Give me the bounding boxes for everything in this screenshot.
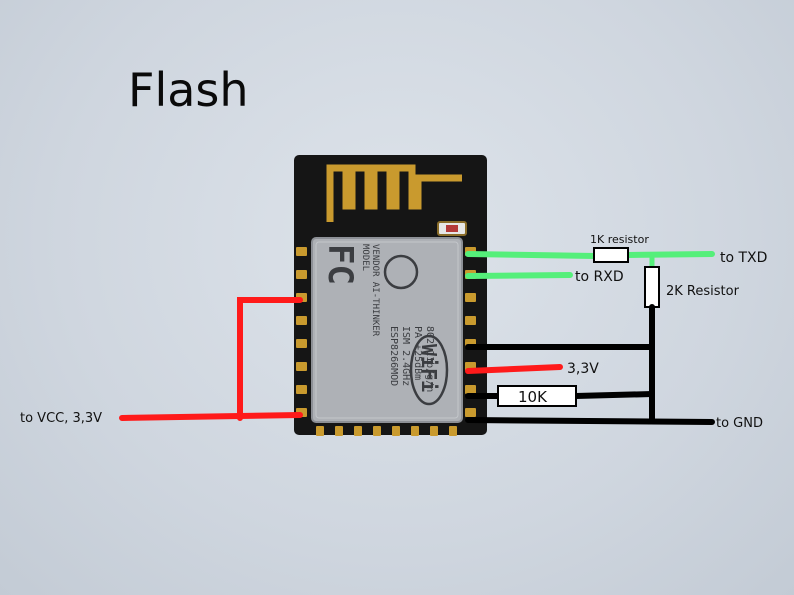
txd-wire-right: [625, 251, 715, 258]
esp8266-module: FC MODEL VENDOR AI-THINKER ESP8266MOD IS…: [294, 155, 487, 436]
label-2k-resistor: 2K Resistor: [666, 284, 740, 299]
rf-shield: [311, 237, 463, 423]
spec-line-4: 802.11b/g/n: [424, 326, 435, 392]
wifi-mark: WiFi: [417, 344, 441, 392]
wifi-logo-icon: [409, 334, 449, 406]
signal-wires: [465, 251, 715, 279]
spec-line-3: PA +25dBm: [412, 326, 423, 380]
label-to-rxd: to RXD: [575, 269, 624, 285]
txd-wire: [465, 251, 598, 259]
spec-line-1: ESP8266MOD: [388, 326, 399, 386]
label-10k: 10K: [518, 388, 548, 406]
left-pads: [296, 247, 307, 417]
spec-line-2: ISM 2.4GHz: [400, 326, 411, 386]
vcc-wire: [119, 297, 303, 421]
label-to-gnd: to GND: [716, 416, 763, 431]
label-3v3: 3,3V: [567, 361, 599, 377]
ground-wires: [465, 304, 715, 425]
fc-mark: FC: [320, 244, 360, 285]
ai-logo-icon: [383, 254, 419, 290]
rxd-wire: [465, 272, 573, 279]
resistor-1k: [593, 247, 629, 263]
bottom-pads: [316, 426, 457, 436]
label-1k-resistor: 1K resistor: [590, 233, 649, 246]
label-vcc: to VCC, 3,3V: [20, 411, 102, 426]
vendor-line-2: VENDOR AI-THINKER: [370, 244, 380, 337]
v33-wire: [465, 364, 563, 374]
label-to-txd: to TXD: [720, 250, 767, 266]
resistor-10k: [497, 385, 577, 407]
diagram-title: Flash: [128, 63, 249, 117]
vendor-line-1: MODEL: [360, 244, 370, 271]
shield-marking: FC MODEL VENDOR AI-THINKER ESP8266MOD IS…: [320, 244, 449, 406]
antenna-trace: [326, 164, 462, 222]
resistor-2k: [644, 266, 660, 308]
